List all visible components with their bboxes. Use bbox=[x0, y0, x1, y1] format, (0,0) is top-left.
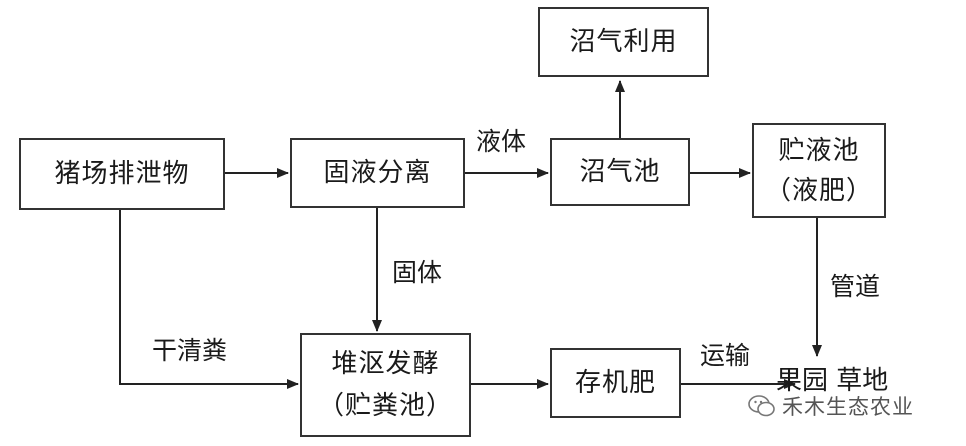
watermark: 禾木生态农业 bbox=[748, 390, 948, 422]
node-pig-farm: 猪场排泄物 bbox=[19, 138, 225, 210]
node-compost-label: 堆沤发酵 bbox=[331, 349, 440, 379]
node-digester-label: 沼气池 bbox=[579, 157, 661, 187]
node-storage-pond-sublabel: （液肥） bbox=[764, 175, 873, 206]
wechat-icon bbox=[748, 395, 775, 417]
watermark-text: 禾木生态农业 bbox=[782, 395, 914, 419]
node-orchard-label: 果园 草地 bbox=[776, 366, 889, 396]
edge-label-solid: 固体 bbox=[392, 258, 443, 287]
node-digester: 沼气池 bbox=[550, 138, 690, 206]
node-organic-fertilizer: 存机肥 bbox=[550, 348, 681, 418]
node-compost-sublabel: （贮粪池） bbox=[317, 391, 453, 421]
edge-label-transport: 运输 bbox=[700, 341, 751, 370]
node-biogas-use-label: 沼气利用 bbox=[569, 27, 678, 57]
node-pig-farm-label: 猪场排泄物 bbox=[54, 159, 190, 189]
node-storage-pond-label: 贮液池 bbox=[778, 135, 860, 166]
edge-label-liquid: 液体 bbox=[476, 127, 527, 156]
arrow-farm-to-compost bbox=[119, 210, 299, 389]
node-separation-label: 固液分离 bbox=[323, 158, 432, 188]
node-organic-fertilizer-label: 存机肥 bbox=[574, 368, 656, 398]
node-separation: 固液分离 bbox=[290, 138, 465, 208]
node-biogas-use: 沼气利用 bbox=[538, 7, 709, 77]
edge-label-dry-clean: 干清粪 bbox=[152, 336, 228, 365]
node-storage-pond: 贮液池 （液肥） bbox=[752, 123, 886, 218]
edge-label-pipeline: 管道 bbox=[830, 272, 881, 301]
node-compost: 堆沤发酵 （贮粪池） bbox=[300, 333, 471, 437]
